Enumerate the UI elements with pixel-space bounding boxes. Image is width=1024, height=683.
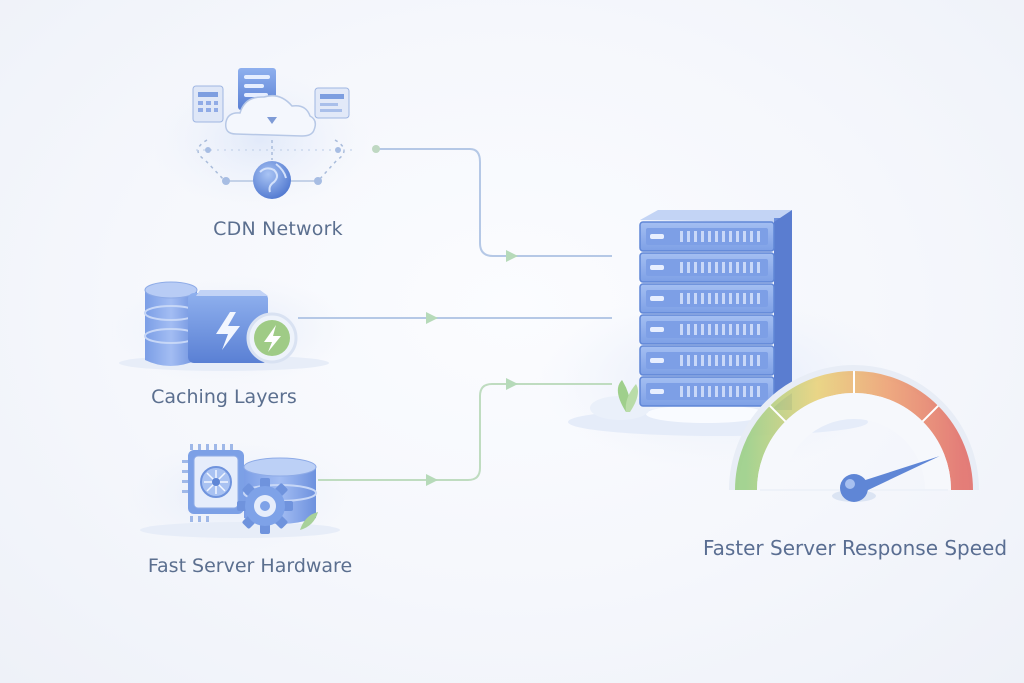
speedometer-gauge-icon <box>729 365 979 502</box>
server-unit <box>639 345 775 376</box>
caching-layers-label: Caching Layers <box>151 386 297 408</box>
server-unit <box>639 314 775 345</box>
cdn-network-label: CDN Network <box>213 218 343 240</box>
cdn-network-icon <box>192 68 352 199</box>
server-unit <box>639 221 775 252</box>
connector-cdn <box>376 148 612 257</box>
server-rack-icon <box>568 210 868 436</box>
connector-hardware-arrow-2 <box>506 378 518 390</box>
server-unit <box>639 376 775 407</box>
connector-hardware-arrow <box>426 474 438 486</box>
server-unit <box>639 283 775 314</box>
database-lightning-icon <box>119 281 329 371</box>
fast-server-hardware-label: Fast Server Hardware <box>148 555 352 577</box>
server-unit <box>639 252 775 283</box>
connector-cache-arrow <box>426 312 438 324</box>
faster-response-label: Faster Server Response Speed <box>703 536 1007 560</box>
connector-cdn-arrow <box>506 250 518 262</box>
hardware-gear-icon <box>140 444 340 538</box>
gauge-needle <box>851 456 940 496</box>
connector-cdn-dot <box>372 145 380 153</box>
gauge-zone-divider <box>921 405 939 423</box>
gauge-zone-divider <box>769 405 787 423</box>
connector-hardware <box>318 383 612 481</box>
